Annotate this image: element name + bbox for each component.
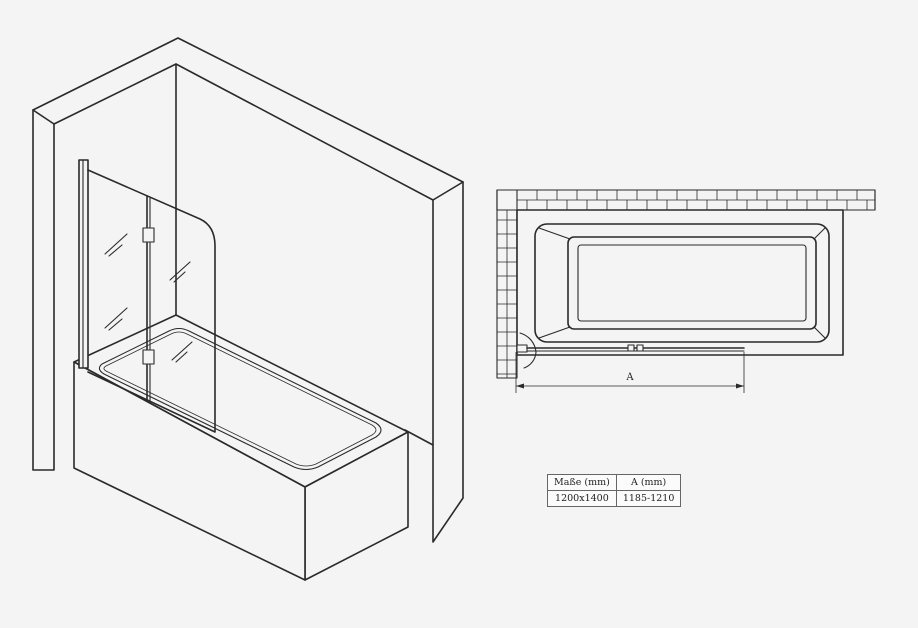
brick-wall-left — [496, 189, 518, 379]
plan-bathtub — [516, 209, 844, 356]
table-row: 1200x1400 1185-1210 — [547, 490, 682, 507]
brick-wall-top — [496, 189, 876, 211]
isometric-view — [32, 37, 464, 581]
plan-shower-screen — [516, 332, 745, 369]
shower-screen — [78, 159, 216, 433]
bathtub — [73, 314, 409, 581]
dimension-label: A — [625, 372, 634, 383]
table-header-cell: Maße (mm) — [547, 474, 617, 491]
table-cell: 1200x1400 — [547, 490, 617, 507]
table-header-row: Maße (mm) A (mm) — [547, 474, 682, 491]
size-table: Maße (mm) A (mm) 1200x1400 1185-1210 — [547, 474, 682, 507]
table-cell: 1185-1210 — [615, 490, 682, 507]
table-header-cell: A (mm) — [615, 474, 682, 491]
dimension-a: A — [515, 352, 745, 393]
wall-corner — [32, 37, 464, 543]
plan-view: A — [496, 189, 876, 393]
